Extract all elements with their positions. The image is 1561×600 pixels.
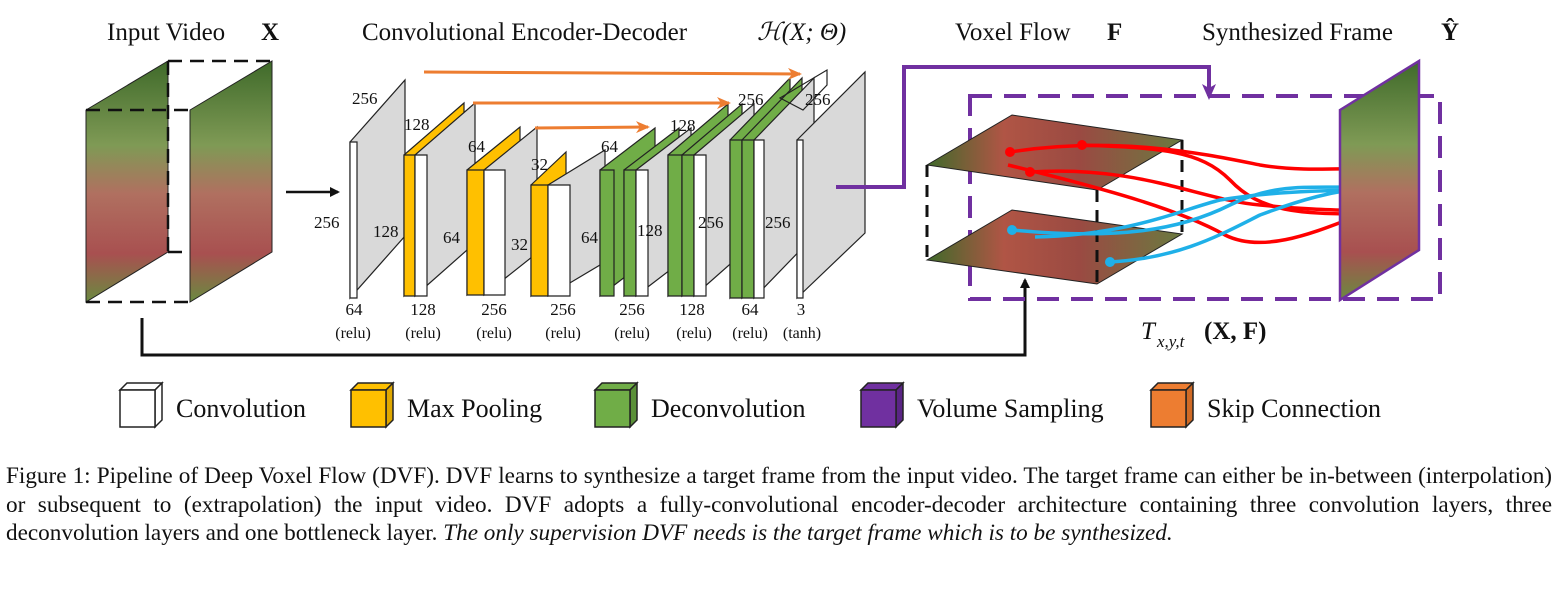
layer-6-height-label: 128	[637, 221, 663, 240]
layer-1-height-label: 256	[314, 213, 340, 232]
layer-channel-labels: 64 (relu) 128 (relu) 256 (relu) 256 (rel…	[335, 300, 821, 342]
legend-item-convolution: Convolution	[118, 381, 306, 429]
layer-6-width-label: 128	[670, 116, 696, 135]
layer-3-height-label: 64	[443, 228, 461, 247]
layer-8-width-label: 256	[805, 90, 831, 109]
layer-7-activation: (relu)	[732, 325, 768, 342]
layer-dimension-labels: 256 256 128 128 64 64 32 32 64 64 128 12…	[314, 89, 831, 254]
layer-8-channels: 3	[797, 300, 806, 319]
input-frame-1	[85, 60, 169, 303]
legend-label-max-pooling: Max Pooling	[407, 394, 542, 423]
title-input-video: Input Video	[107, 19, 225, 46]
layer-8-height-label: 256	[765, 213, 791, 232]
layer-6-activation: (relu)	[676, 325, 712, 342]
layer-8-activation: (tanh)	[783, 325, 821, 342]
input-video-frames	[85, 59, 273, 304]
skip-connections	[423, 67, 802, 134]
layer-4-width-label: 32	[531, 155, 548, 174]
pipeline-diagram: Input Video X Convolutional Encoder-Deco…	[85, 18, 1459, 429]
caption-italic: The only supervision DVF needs is the ta…	[443, 520, 1173, 546]
input-feed-arrow	[140, 278, 1030, 357]
legend: Convolution Max Pooling Deconvolution Vo…	[118, 381, 1381, 429]
sampling-operator-label: T	[1141, 318, 1157, 345]
layer-1-channels: 64	[346, 300, 364, 319]
layer-2-activation: (relu)	[405, 325, 441, 342]
legend-label-skip-connection: Skip Connection	[1207, 394, 1381, 423]
pipeline-figure: Input Video X Convolutional Encoder-Deco…	[85, 18, 1459, 429]
layer-4-height-label: 32	[511, 235, 528, 254]
sampling-operator-args: (X, F)	[1204, 318, 1266, 345]
figure-caption: Figure 1: Pipeline of Deep Voxel Flow (D…	[6, 462, 1552, 548]
layer-2-height-label: 128	[373, 222, 399, 241]
flow-points	[1005, 140, 1115, 267]
layer-4-activation: (relu)	[545, 325, 581, 342]
legend-item-volume-sampling: Volume Sampling	[859, 381, 1104, 429]
title-input-video-symbol: X	[261, 19, 279, 46]
synthesized-frame-image	[1338, 58, 1421, 303]
layer-4-channels: 256	[550, 300, 576, 319]
layer-7-width-label: 256	[738, 90, 764, 109]
volume-sampling-box	[968, 94, 1442, 301]
title-synthesized-frame-symbol: Ŷ	[1441, 18, 1459, 46]
layer-5-channels: 256	[619, 300, 645, 319]
layer-6-channels: 128	[679, 300, 705, 319]
legend-item-skip-connection: Skip Connection	[1149, 381, 1381, 429]
legend-item-max-pooling: Max Pooling	[349, 381, 542, 429]
layer-5-height-label: 64	[581, 228, 599, 247]
layer-5-width-label: 64	[601, 137, 619, 156]
layer-3-width-label: 64	[468, 137, 486, 156]
legend-label-convolution: Convolution	[176, 394, 306, 423]
layer-1-width-label: 256	[352, 89, 378, 108]
title-synthesized-frame: Synthesized Frame	[1202, 19, 1393, 46]
layer-5-activation: (relu)	[614, 325, 650, 342]
legend-label-volume-sampling: Volume Sampling	[917, 394, 1104, 423]
layer-7-height-label: 256	[698, 213, 724, 232]
input-frame-2	[189, 60, 273, 303]
title-encoder-decoder: Convolutional Encoder-Decoder	[362, 19, 688, 46]
layer-7-channels: 64	[742, 300, 760, 319]
caption-label: Figure 1:	[6, 463, 91, 489]
layer-3-activation: (relu)	[476, 325, 512, 342]
caption-text: Pipeline of Deep Voxel Flow (DVF). DVF l…	[6, 463, 1553, 546]
sampling-operator-subscript: x,y,t	[1156, 332, 1186, 351]
legend-item-deconvolution: Deconvolution	[593, 381, 806, 429]
title-voxel-flow-symbol: F	[1107, 19, 1122, 46]
legend-label-deconvolution: Deconvolution	[651, 394, 806, 423]
title-encoder-decoder-symbol: ℋ(X; Θ)	[757, 19, 846, 46]
volume-sampling-path	[836, 65, 1216, 189]
title-voxel-flow: Voxel Flow	[955, 19, 1071, 46]
layer-2-width-label: 128	[404, 115, 430, 134]
layer-stack	[349, 68, 866, 300]
layer-3-channels: 256	[481, 300, 507, 319]
layer-1-activation: (relu)	[335, 325, 371, 342]
layer-2-channels: 128	[410, 300, 436, 319]
